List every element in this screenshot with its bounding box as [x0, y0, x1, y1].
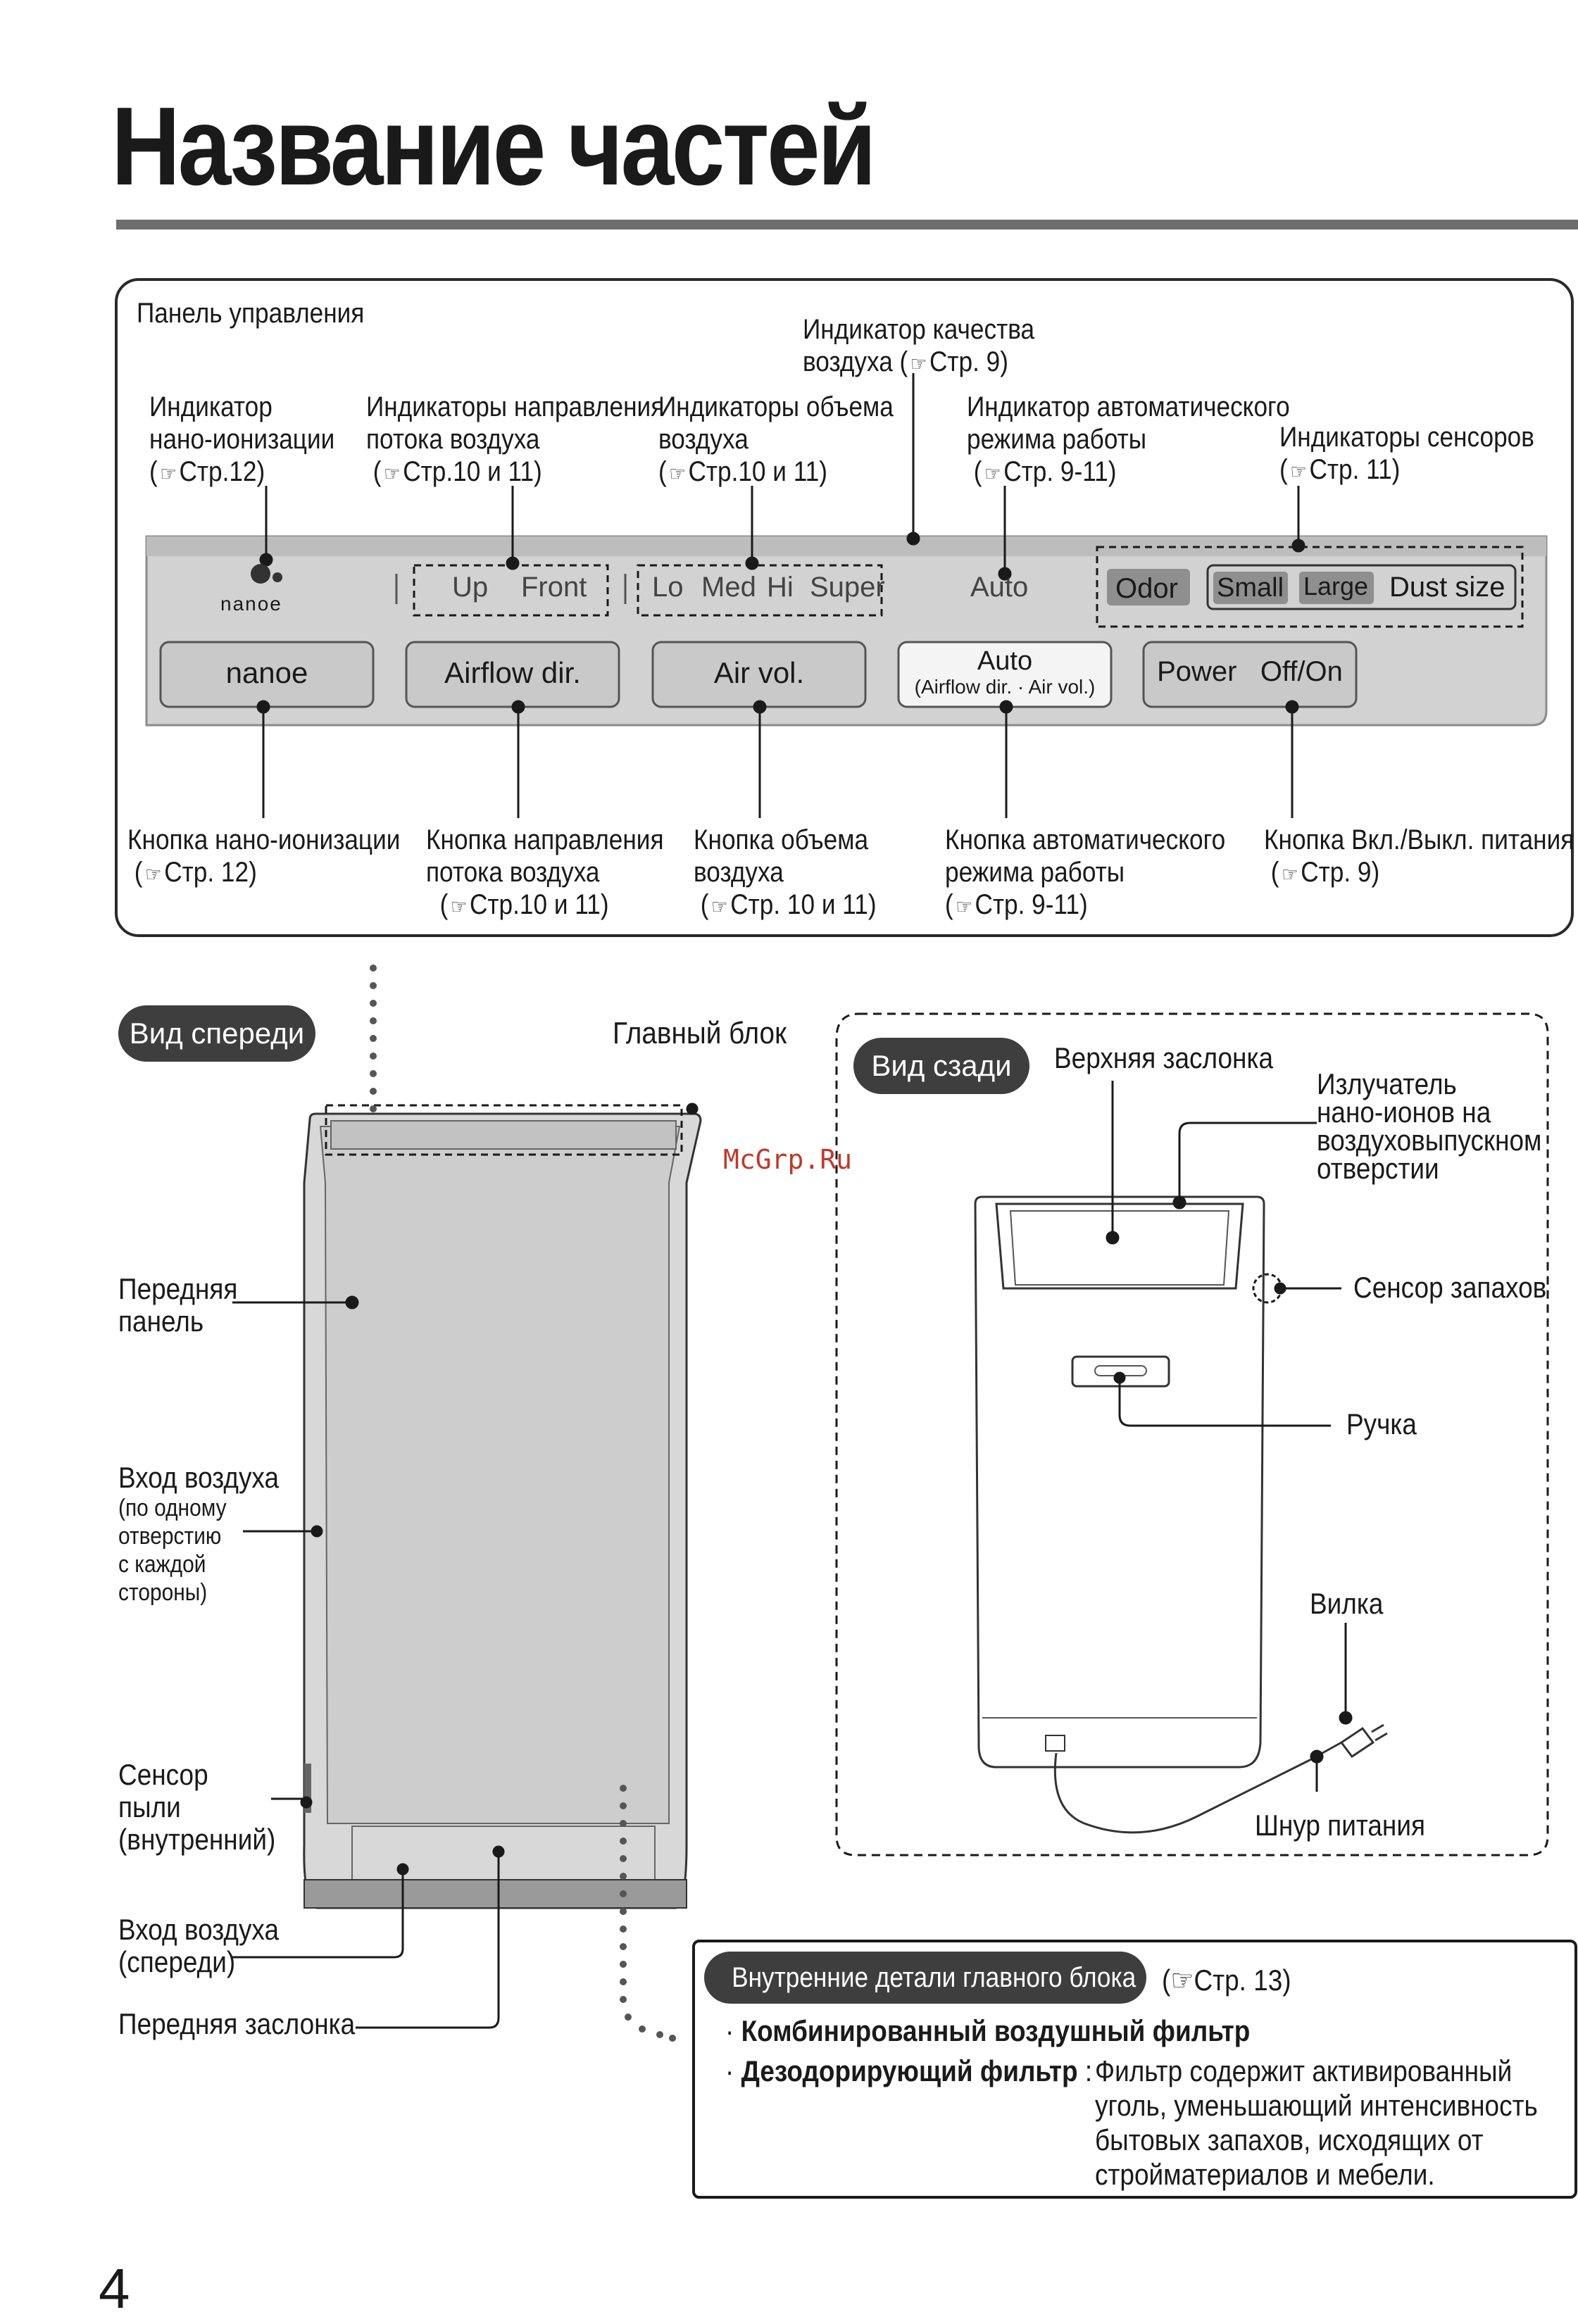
main-unit-label: Главный блок [613, 1016, 787, 1050]
internal-parts-ref: (☞Стр. 13) [1162, 1964, 1291, 1997]
sensor-indicator-box [1096, 546, 1524, 628]
top-louver-label: Верхняя заслонка [1054, 1041, 1274, 1074]
pointing-hand-icon: ☞ [384, 463, 401, 486]
indicator-small: Small [1217, 573, 1284, 603]
power-button-label: Кнопка Вкл./Выкл. питания (☞Стр. 9) [1264, 824, 1574, 891]
indicator-super: Super [810, 572, 885, 603]
nanoe-logo-text: nanoe [220, 593, 282, 615]
pointing-hand-icon: ☞ [145, 863, 162, 886]
volume-button-label: Кнопка объема воздуха (☞Стр. 10 и 11) [694, 824, 877, 924]
rear-view-box [835, 1012, 1549, 1857]
nano-button-label: Кнопка нано-ионизации (☞Стр. 12) [127, 824, 400, 891]
power-cord-label: Шнур питания [1255, 1809, 1425, 1842]
deodorizing-filter-description: Фильтр содержит активированный уголь, ум… [1095, 2054, 1538, 2191]
front-view-badge: Вид спереди [118, 1005, 315, 1062]
auto-indicator-label: Индикатор автоматического режима работы … [967, 391, 1290, 491]
pointing-hand-icon: ☞ [1170, 1964, 1194, 1997]
pointing-hand-icon: ☞ [160, 463, 177, 486]
volume-indicator-label: Индикаторы объема воздуха (☞Стр.10 и 11) [658, 391, 894, 491]
bottom-leader-lines [256, 700, 1299, 818]
pointing-hand-icon: ☞ [910, 353, 927, 376]
pointing-hand-icon: ☞ [669, 463, 686, 486]
indicator-med: Med [701, 572, 756, 603]
indicator-up: Up [452, 572, 489, 603]
internal-parts-box [692, 1940, 1577, 2199]
pointing-hand-icon: ☞ [984, 463, 1001, 486]
rear-unit-drawing [974, 1195, 1388, 1834]
volume-indicator-box [637, 564, 883, 617]
auto-button[interactable]: Auto (Airflow dir. · Air vol.) [914, 646, 1096, 698]
front-louver-label: Передняя заслонка [118, 2007, 356, 2040]
pointing-hand-icon: ☞ [956, 896, 972, 919]
indicator-hi: Hi [767, 572, 794, 603]
strip-top-edge [146, 536, 1546, 556]
side-air-inlet-label: Вход воздуха (по одному отверстию с кажд… [118, 1461, 280, 1607]
indicator-large: Large [1303, 572, 1369, 601]
indicator-lo: Lo [652, 572, 684, 603]
indicator-auto: Auto [970, 572, 1029, 603]
airflow-indicator-label: Индикаторы направления потока воздуха (☞… [366, 391, 664, 491]
rear-leader-lines [1106, 1081, 1353, 1792]
odor-sensor-label: Сенсор запахов [1353, 1271, 1547, 1304]
control-panel-heading: Панель управления [137, 298, 365, 329]
dust-size-indicator-frame [1206, 564, 1517, 610]
pointing-hand-icon: ☞ [1282, 863, 1298, 886]
nano-ion-indicator-label: Индикатор нано-ионизации (☞Стр.12) [149, 391, 334, 491]
control-panel-box [115, 278, 1574, 937]
airflow-indicator-box [413, 564, 609, 617]
page-title: Название частей [111, 84, 877, 208]
combined-filter-item: · Комбинированный воздушный фильтр [725, 2014, 1251, 2047]
pointing-hand-icon: ☞ [711, 896, 728, 919]
front-unit-drawing [303, 1112, 702, 1909]
indicator-front: Front [521, 572, 587, 603]
auto-button-label: Кнопка автоматического режима работы (☞С… [945, 824, 1225, 924]
front-leader-lines [232, 1103, 699, 2029]
airflow-dir-button[interactable]: Airflow dir. [444, 656, 581, 689]
handle-label: Ручка [1346, 1407, 1417, 1440]
power-button[interactable]: Power Off/On [1157, 656, 1343, 687]
dotted-connector [370, 965, 676, 2042]
power-cord-icon [1053, 1752, 1310, 1834]
air-vol-button[interactable]: Air vol. [713, 656, 805, 689]
deodorizing-filter-item: · Дезодорирующий фильтр : [725, 2054, 1093, 2087]
title-rule [116, 220, 1578, 230]
page-number: 4 [99, 2257, 130, 2320]
nanoe-button[interactable]: nanoe [225, 656, 308, 689]
main-unit-highlight-box [325, 1104, 683, 1156]
indicator-odor: Odor [1115, 573, 1178, 604]
sensor-indicator-label: Индикаторы сенсоров (☞Стр. 11) [1279, 421, 1534, 489]
indicator-dust-size: Dust size [1389, 572, 1505, 603]
rear-view-badge: Вид сзади [853, 1038, 1029, 1094]
internal-parts-badge: Внутренние детали главного блока [704, 1952, 1146, 2004]
plug-label: Вилка [1310, 1587, 1384, 1620]
nanoe-logo-icon [251, 564, 270, 584]
air-quality-label: Индикатор качества воздуха (☞Стр. 9) [803, 313, 1034, 381]
front-air-inlet-label: Вход воздуха(спереди) [118, 1913, 280, 1978]
plug-icon [1339, 1726, 1375, 1759]
pointing-hand-icon: ☞ [450, 896, 468, 919]
watermark: McGrp.Ru [723, 1144, 853, 1175]
airflow-button-label: Кнопка направления потока воздуха (☞Стр.… [426, 824, 664, 924]
pointing-hand-icon: ☞ [1290, 460, 1307, 484]
odor-indicator [1107, 569, 1190, 605]
